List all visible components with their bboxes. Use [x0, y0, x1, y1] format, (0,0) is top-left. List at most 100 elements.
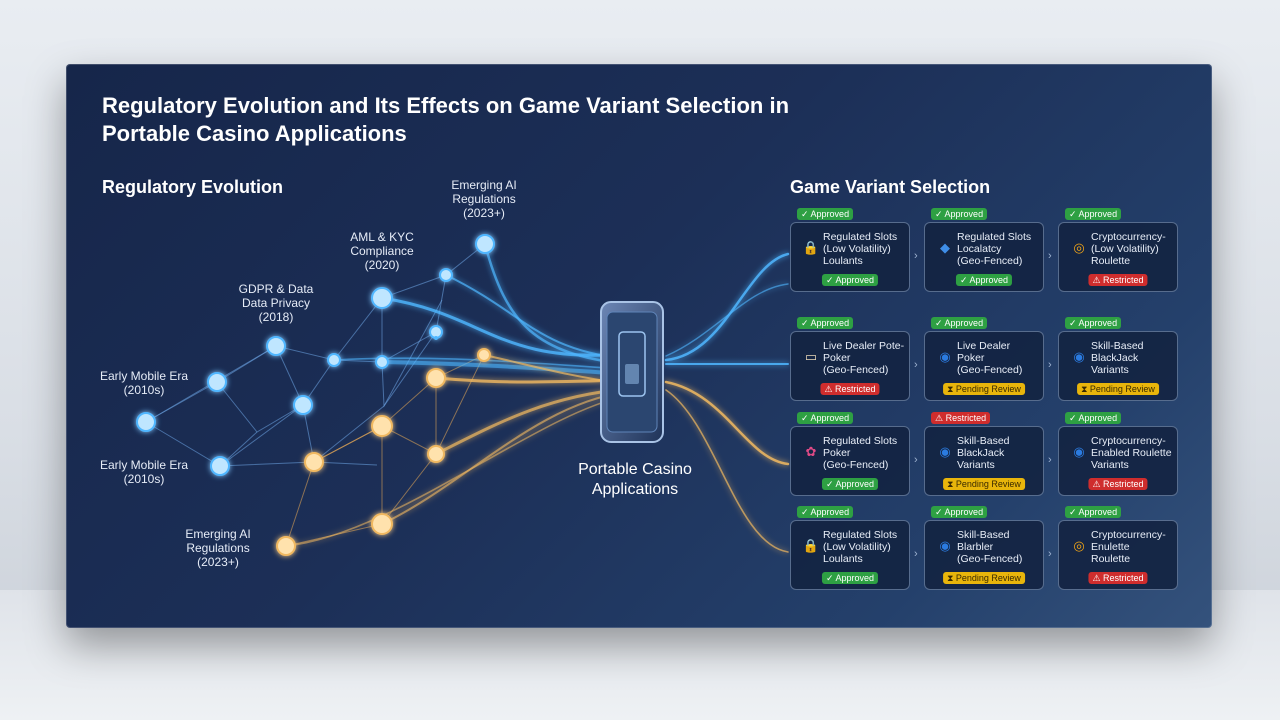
game-variant-card[interactable]: ✓ Approved ▭ Live Dealer Pote- Poker (Geo-… — [790, 317, 910, 401]
label-emerging-ai-top: Emerging AI Regulations (2023+) — [451, 178, 517, 220]
game-variant-card[interactable]: ✓ Approved 🔒Regulated Slots (Low Volatili… — [790, 208, 910, 292]
game-variant-card[interactable]: ✓ Approved◉Skill-Based Blarbler (Geo-Fen… — [924, 506, 1044, 590]
node-emerging-ai-bottom — [276, 536, 296, 556]
node-gold-b — [371, 415, 393, 437]
game-variant-card[interactable]: ✓ Approved◎Cryptocurrency- (Low Volatili… — [1058, 208, 1178, 292]
network-edges — [145, 243, 486, 467]
game-variant-card[interactable]: ⚠ Restricted ◉ Skill-Based BlackJack Varia… — [924, 412, 1044, 496]
output-flow-lines — [664, 252, 790, 553]
status-badge-bottom: ⚠ Restricted — [820, 383, 880, 395]
blue-nodes — [136, 234, 495, 476]
cards-icon: ▭ — [804, 348, 818, 364]
game-variant-card[interactable]: ✓ Approved ◆ Regulated Slots Localatcy (Ge… — [924, 208, 1044, 292]
dice-icon: ◆ — [940, 239, 950, 255]
chevron-right-icon: › — [914, 250, 918, 262]
status-badge-top: ✓ Approved — [1065, 506, 1122, 518]
poker-chip-icon: ✿ — [805, 443, 817, 459]
node-gold-e — [427, 445, 445, 463]
game-variant-name: Live Dealer Poker (Geo-Fenced) — [957, 340, 1023, 376]
game-variant-name: Cryptocurrency- (Low Volatility) Roulett… — [1091, 231, 1166, 267]
chevron-right-icon: › — [1048, 548, 1052, 560]
status-badge-top: ✓ Approved — [797, 317, 854, 329]
chevron-right-icon: › — [1048, 359, 1052, 371]
chip-icon: ◉ — [1073, 443, 1085, 459]
node-early-mobile-era-2 — [210, 456, 230, 476]
label-gdpr: GDPR & Data Data Privacy (2018) — [238, 282, 314, 324]
node-gold-c — [426, 368, 446, 388]
status-badge-top: ✓ Approved — [1065, 412, 1122, 424]
node-blue-g — [434, 336, 438, 340]
node-blue-a — [207, 372, 227, 392]
node-early-mobile-era — [136, 412, 156, 432]
chevron-right-icon: › — [914, 454, 918, 466]
game-variant-card[interactable]: ✓ Approved ◉ Live Dealer Poker (Geo-Fenced… — [924, 317, 1044, 401]
chevron-right-icon: › — [1048, 250, 1052, 262]
status-badge-bottom: ⚠ Restricted — [1088, 478, 1148, 490]
status-badge-top: ✓ Approved — [931, 317, 988, 329]
status-badge-bottom: ⧗ Pending Review — [943, 572, 1025, 584]
status-badge-bottom: ✓ Approved — [821, 478, 879, 490]
lock-icon: 🔒 — [802, 239, 820, 255]
status-badge-top: ⚠ Restricted — [931, 412, 991, 424]
game-variant-card[interactable]: ✓ Approved ◎ Cryptocurrency- Enulette Roul… — [1058, 506, 1178, 590]
label-early-mobile-era-top: Early Mobile Era (2010s) — [99, 369, 189, 397]
chip-icon: ◉ — [1073, 348, 1085, 364]
status-badge-bottom: ✓ Approved — [821, 572, 879, 584]
status-badge-top: ✓ Approved — [931, 506, 988, 518]
status-badge-bottom: ⚠ Restricted — [1088, 274, 1148, 286]
node-gold-a — [304, 452, 324, 472]
game-variant-name: Regulated Slots Poker (Geo-Fenced) — [823, 435, 898, 471]
chip-icon: ◉ — [939, 348, 951, 364]
status-badge-top: ✓ Approved — [1065, 317, 1122, 329]
label-emerging-ai-bottom: Emerging AI Regulations (2023+) — [185, 527, 251, 569]
page-title: Regulatory Evolution and Its Effects on … — [102, 93, 790, 146]
game-variant-name: Skill-Based BlackJack Variants — [1091, 340, 1144, 376]
status-badge-top: ✓ Approved — [797, 412, 854, 424]
chevron-right-icon: › — [914, 359, 918, 371]
game-variant-card[interactable]: ✓ Approved ◉ Skill-Based BlackJack Variant… — [1058, 317, 1178, 401]
game-variant-name: Regulated Slots (Low Volatility) Loulant… — [823, 231, 898, 267]
game-variant-card[interactable]: ✓ Approved ◉ Cryptocurrency- Enabled Roule… — [1058, 412, 1178, 496]
chevron-right-icon: › — [1048, 454, 1052, 466]
status-badge-top: ✓ Approved — [797, 208, 854, 220]
game-variant-name: Cryptocurrency- Enulette Roulette — [1091, 529, 1166, 565]
node-gold-d — [477, 348, 491, 362]
gold-flow-lines — [285, 354, 628, 547]
node-gdpr — [266, 336, 286, 356]
label-aml-kyc: AML & KYC Compliance (2020) — [350, 230, 414, 272]
coin-icon: ◎ — [1073, 537, 1085, 553]
game-variant-name: Cryptocurrency- Enabled Roulette Variant… — [1091, 435, 1172, 471]
node-emerging-ai-top — [475, 234, 495, 254]
status-badge-bottom: ⚠ Restricted — [1088, 572, 1148, 584]
chevron-right-icon: › — [914, 548, 918, 560]
node-blue-d — [375, 355, 389, 369]
game-variant-name: Skill-Based BlackJack Variants — [957, 435, 1010, 471]
regulatory-evolution-heading: Regulatory Evolution — [102, 177, 284, 197]
node-blue-f — [439, 268, 453, 282]
game-variant-card[interactable]: ✓ Approved ✿ Regulated Slots Poker (Geo-Fe… — [790, 412, 910, 496]
status-badge-top: ✓ Approved — [1065, 208, 1122, 220]
node-aml-kyc — [371, 287, 393, 309]
portable-casino-applications-label: Portable Casino Applications — [578, 461, 692, 498]
node-blue-b — [293, 395, 313, 415]
status-badge-top: ✓ Approved — [797, 506, 854, 518]
status-badge-bottom: ⧗ Pending Review — [943, 478, 1025, 490]
status-badge-bottom: ⧗ Pending Review — [943, 383, 1025, 395]
regulatory-network-diagram — [136, 234, 790, 556]
node-blue-c — [327, 353, 341, 367]
gold-nodes — [276, 348, 491, 556]
label-early-mobile-era-bottom: Early Mobile Era (2010s) — [99, 458, 189, 486]
status-badge-bottom: ✓ Approved — [821, 274, 879, 286]
status-badge-bottom: ✓ Approved — [955, 274, 1013, 286]
status-badge-top: ✓ Approved — [931, 208, 988, 220]
status-badge-bottom: ⧗ Pending Review — [1077, 383, 1159, 395]
node-gold-f — [371, 513, 393, 535]
game-variant-name: Regulated Slots (Low Volatility) Loulant… — [823, 529, 898, 565]
chip-icon: ◉ — [939, 443, 951, 459]
game-variant-name: Skill-Based Blarbler (Geo-Fenced) — [957, 529, 1023, 565]
game-variant-name: Live Dealer Pote- Poker (Geo-Fenced) — [823, 340, 905, 376]
game-variant-name: Regulated Slots Localatcy (Geo-Fenced) — [957, 231, 1032, 267]
game-variant-selection-heading: Game Variant Selection — [790, 177, 991, 197]
lock-icon: 🔒 — [802, 537, 820, 553]
game-variant-card[interactable]: ✓ Approved 🔒Regulated Slots (Low Volatili… — [790, 506, 910, 590]
